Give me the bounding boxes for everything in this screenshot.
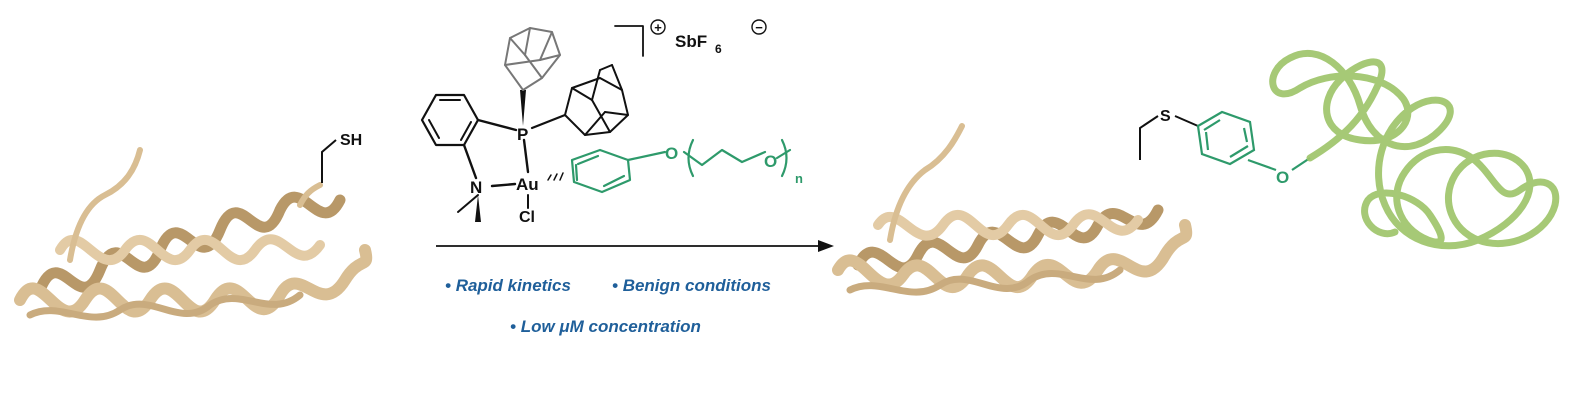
starting-protein-ribbon	[14, 147, 373, 321]
counterion-label: SbF	[675, 32, 707, 51]
gold-label: Au	[516, 175, 539, 194]
anion-charge: −	[755, 20, 763, 35]
thiol-label: SH	[340, 132, 362, 149]
peg-oxygen-label: O	[764, 152, 777, 171]
condition-text: Low μM concentration	[520, 317, 701, 336]
aryl-oxygen-label: O	[665, 144, 678, 163]
cation-charge: +	[654, 20, 662, 35]
sulfur-label: S	[1160, 108, 1171, 125]
repeat-subscript: n	[795, 171, 803, 186]
phosphorus-label: P	[517, 125, 528, 144]
bullet: •	[510, 317, 516, 336]
bullet: •	[445, 276, 451, 295]
condition-text: Benign conditions	[622, 276, 771, 295]
thioether-linker: S	[1139, 108, 1199, 160]
bullet: •	[612, 276, 618, 295]
gold-reagent-structure: P N Au Cl O O n + SbF 6 −	[420, 19, 803, 226]
product-protein-ribbon	[832, 123, 1193, 296]
product-oxygen-label: O	[1276, 168, 1289, 187]
condition-benign: • Benign conditions	[612, 276, 771, 296]
nitrogen-label: N	[470, 178, 482, 197]
chloride-label: Cl	[519, 209, 535, 226]
condition-rapid-kinetics: • Rapid kinetics	[445, 276, 571, 296]
condition-text: Rapid kinetics	[455, 276, 571, 295]
condition-low-concentration: • Low μM concentration	[510, 317, 701, 337]
product-aryl-ring	[1196, 110, 1311, 172]
thiol-linker: SH	[321, 132, 362, 183]
reaction-arrow	[436, 240, 834, 252]
counterion-subscript: 6	[715, 42, 722, 56]
peg-polymer-coil	[1269, 49, 1560, 250]
